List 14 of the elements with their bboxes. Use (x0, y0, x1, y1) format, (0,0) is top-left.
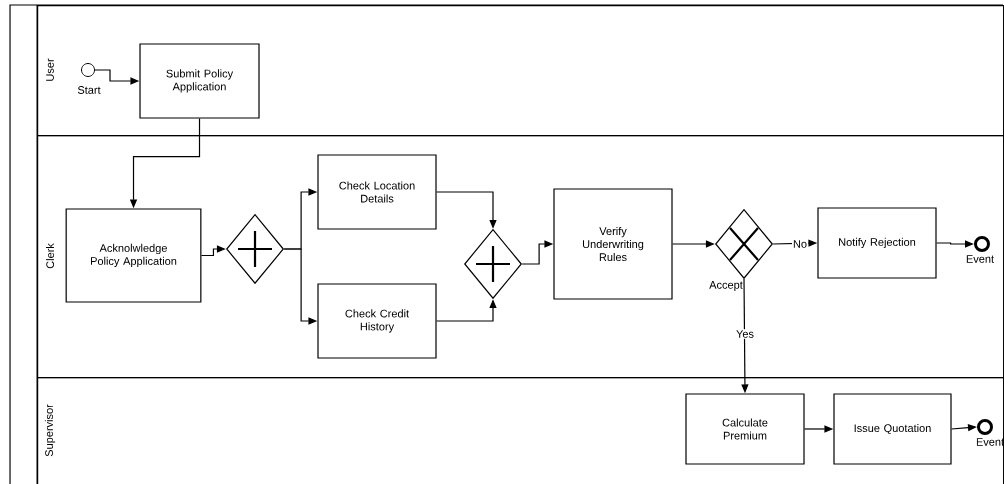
task-box: Acknolwledge Policy Application (65, 208, 202, 303)
edge-label: Yes (735, 329, 755, 339)
task-box: Check Credit History (317, 283, 437, 359)
event-label: Start (77, 86, 101, 94)
task-box: Notify Rejection (817, 207, 937, 279)
gateway-label: Accept (709, 281, 743, 291)
task-box: Issue Quotation (833, 393, 952, 465)
task-box: Verify Underwriting Rules (553, 188, 673, 300)
task-box: Submit Policy Application (139, 43, 260, 119)
event-label: Event (966, 255, 994, 263)
task-box: Check Location Details (317, 154, 437, 230)
event-label: Event (976, 438, 1004, 446)
task-box: Calculate Premium (685, 393, 805, 465)
edge-label: No (791, 239, 809, 249)
